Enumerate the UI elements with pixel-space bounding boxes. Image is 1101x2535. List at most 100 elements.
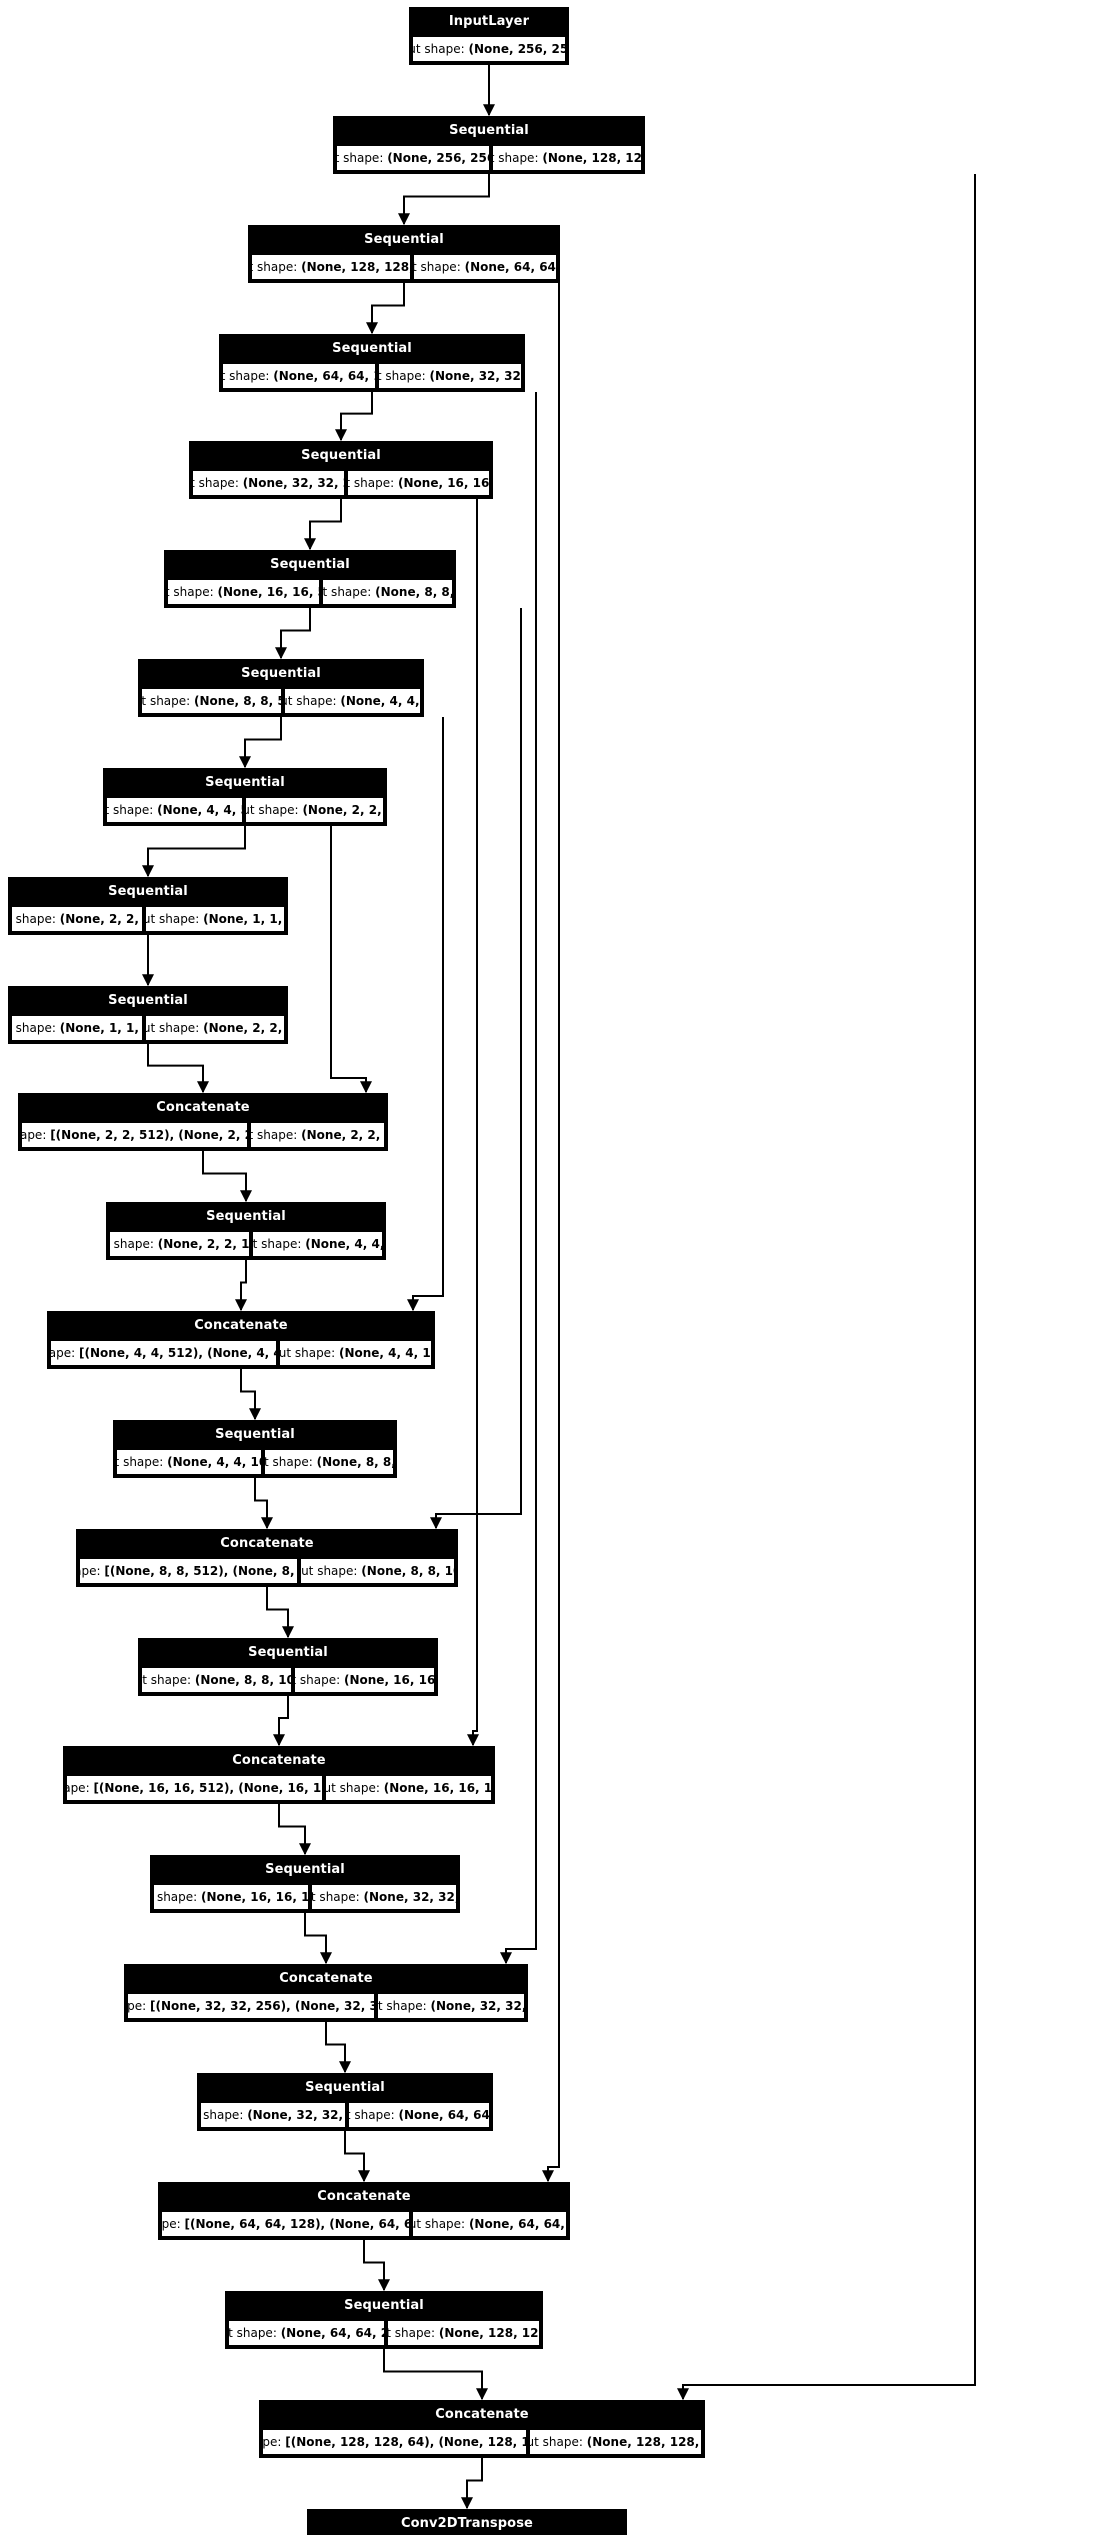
input-shape-value: (None, 4, 4, 1024) (167, 1455, 260, 1469)
node-title: Sequential (152, 1857, 458, 1883)
graph-node-sequential[interactable]: SequentialInput shape: (None, 256, 256, … (333, 116, 645, 174)
graph-node-inputlayer[interactable]: InputLayerOutput shape: (None, 256, 256,… (409, 7, 569, 65)
node-output-shape: Output shape: (None, 2, 2, 1024) (249, 1122, 385, 1148)
skip-edge-n3-n18 (500, 392, 537, 1965)
graph-node-conv2dtranspose[interactable]: Conv2DTransposeInput shape: (None, 128, … (307, 2509, 627, 2535)
input-shape-value: (None, 8, 8, 1024) (194, 1673, 291, 1687)
graph-node-sequential[interactable]: SequentialInput shape: (None, 8, 8, 1024… (138, 1638, 438, 1696)
output-shape-label: Output shape: (251, 1128, 298, 1142)
output-shape-label: Output shape: (348, 476, 395, 490)
graph-node-sequential[interactable]: SequentialInput shape: (None, 2, 2, 512)… (8, 877, 288, 935)
node-shapes-row: Input shape: [(None, 8, 8, 512), (None, … (78, 1557, 456, 1585)
graph-node-concatenate[interactable]: ConcatenateInput shape: [(None, 4, 4, 51… (47, 1311, 435, 1369)
input-shape-label: Input shape: (168, 585, 214, 599)
node-shapes-row: Input shape: (None, 8, 8, 1024)Output sh… (140, 1666, 436, 1694)
input-shape-label: Input shape: (223, 369, 270, 383)
graph-node-sequential[interactable]: SequentialInput shape: (None, 32, 32, 25… (189, 441, 493, 499)
node-output-shape: Output shape: (None, 8, 8, 512) (321, 579, 453, 605)
input-shape-label: Input shape: (12, 912, 56, 926)
edge-n13-n14 (254, 1478, 273, 1530)
input-shape-value: [(None, 16, 16, 512), (None, 16, 16, 512… (93, 1781, 322, 1795)
output-shape-value: (None, 64, 64, 256) (468, 2217, 566, 2231)
edge-n7-n8 (142, 826, 246, 878)
node-shapes-row: Input shape: [(None, 64, 64, 128), (None… (160, 2210, 568, 2238)
node-shapes-row: Input shape: (None, 4, 4, 512)Output sha… (105, 796, 385, 824)
graph-node-sequential[interactable]: SequentialInput shape: (None, 1, 1, 512)… (8, 986, 288, 1044)
node-input-shape: Input shape: (None, 4, 4, 512) (106, 797, 244, 823)
input-shape-label: Input shape: (193, 476, 239, 490)
output-shape-value: (None, 8, 8, 512) (375, 585, 452, 599)
node-title: Sequential (10, 988, 286, 1014)
edge-n21-n22 (383, 2349, 488, 2401)
node-title: Sequential (250, 227, 558, 253)
node-output-shape: Output shape: (None, 32, 32, 256) (378, 363, 522, 389)
graph-node-sequential[interactable]: SequentialInput shape: (None, 64, 64, 12… (219, 334, 525, 392)
node-shapes-row: Input shape: (None, 1, 1, 512)Output sha… (10, 1014, 286, 1042)
graph-node-sequential[interactable]: SequentialInput shape: (None, 8, 8, 512)… (138, 659, 424, 717)
output-shape-value: (None, 32, 32, 256) (429, 369, 521, 383)
node-title: Concatenate (126, 1966, 526, 1992)
graph-node-sequential[interactable]: SequentialInput shape: (None, 64, 64, 25… (225, 2291, 543, 2349)
graph-node-sequential[interactable]: SequentialInput shape: (None, 4, 4, 512)… (103, 768, 387, 826)
node-input-shape: Input shape: (None, 64, 64, 128) (222, 363, 377, 389)
node-input-shape: Input shape: [(None, 64, 64, 128), (None… (161, 2211, 410, 2237)
node-input-shape: Input shape: (None, 256, 256, 3) (336, 145, 490, 171)
output-shape-value: (None, 2, 2, 512) (302, 803, 383, 817)
input-shape-label: Input shape: (127, 1999, 147, 2013)
node-shapes-row: Input shape: [(None, 2, 2, 512), (None, … (20, 1121, 386, 1149)
node-shapes-row: Input shape: (None, 64, 64, 128)Output s… (221, 362, 523, 390)
node-output-shape: Output shape: (None, 1, 1, 512) (145, 906, 285, 932)
graph-node-concatenate[interactable]: ConcatenateInput shape: [(None, 64, 64, … (158, 2182, 570, 2240)
input-shape-label: Input shape: (141, 694, 191, 708)
output-shape-value: (None, 32, 32, 256) (363, 1890, 456, 1904)
node-output-shape: Output shape: (None, 16, 16, 1024) (324, 1775, 492, 1801)
input-shape-label: Input shape: (161, 2217, 181, 2231)
node-output-shape: Output shape: (None, 4, 4, 512) (284, 688, 421, 714)
graph-node-sequential[interactable]: SequentialInput shape: (None, 32, 32, 51… (197, 2073, 493, 2131)
graph-node-sequential[interactable]: SequentialInput shape: (None, 128, 128, … (248, 225, 560, 283)
graph-node-concatenate[interactable]: ConcatenateInput shape: [(None, 2, 2, 51… (18, 1093, 388, 1151)
edge-n15-n16 (273, 1696, 289, 1747)
node-shapes-row: Input shape: (None, 2, 2, 512)Output sha… (10, 905, 286, 933)
graph-node-sequential[interactable]: SequentialInput shape: (None, 16, 16, 10… (150, 1855, 460, 1913)
graph-node-concatenate[interactable]: ConcatenateInput shape: [(None, 8, 8, 51… (76, 1529, 458, 1587)
graph-node-concatenate[interactable]: ConcatenateInput shape: [(None, 128, 128… (259, 2400, 705, 2458)
node-shapes-row: Output shape: (None, 256, 256, 3) (411, 35, 567, 63)
node-input-shape: Input shape: [(None, 8, 8, 512), (None, … (79, 1558, 299, 1584)
node-output-shape: Output shape: (None, 32, 32, 512) (377, 1993, 525, 2019)
node-output-shape: Output shape: (None, 64, 64, 128) (413, 254, 557, 280)
node-shapes-row: Input shape: (None, 16, 16, 1024)Output … (152, 1883, 458, 1911)
node-title: Sequential (108, 1204, 384, 1230)
input-shape-label: Input shape: (67, 1781, 90, 1795)
node-title: Concatenate (65, 1748, 493, 1774)
skip-edge-n2-n20 (542, 283, 560, 2183)
edge-n17-n18 (304, 1913, 332, 1965)
graph-node-sequential[interactable]: SequentialInput shape: (None, 16, 16, 51… (164, 550, 456, 608)
node-shapes-row: Input shape: (None, 8, 8, 512)Output sha… (140, 687, 422, 715)
input-shape-label: Input shape: (201, 2108, 244, 2122)
node-title: Concatenate (261, 2402, 703, 2428)
output-shape-value: (None, 32, 32, 512) (430, 1999, 525, 2013)
output-shape-value: (None, 2, 2, 512) (203, 1021, 284, 1035)
skip-edge-n4-n16 (467, 499, 479, 1747)
graph-node-concatenate[interactable]: ConcatenateInput shape: [(None, 16, 16, … (63, 1746, 495, 1804)
output-shape-value: (None, 8, 8, 1024) (361, 1564, 454, 1578)
input-shape-label: Input shape: (12, 1021, 56, 1035)
node-output-shape: Output shape: (None, 32, 32, 256) (311, 1884, 457, 1910)
input-shape-label: Input shape: (337, 151, 384, 165)
node-title: Sequential (221, 336, 523, 362)
node-title: Sequential (10, 879, 286, 905)
output-shape-label: Output shape: (146, 1021, 200, 1035)
input-shape-value: (None, 16, 16, 512) (217, 585, 319, 599)
input-shape-value: [(None, 128, 128, 64), (None, 128, 128, … (285, 2435, 526, 2449)
graph-node-sequential[interactable]: SequentialInput shape: (None, 2, 2, 1024… (106, 1202, 386, 1260)
node-output-shape: Output shape: (None, 64, 64, 128) (348, 2102, 490, 2128)
graph-node-concatenate[interactable]: ConcatenateInput shape: [(None, 32, 32, … (124, 1964, 528, 2022)
output-shape-value: (None, 2, 2, 1024) (301, 1128, 384, 1142)
output-shape-value: (None, 64, 64, 128) (464, 260, 556, 274)
output-shape-value: (None, 8, 8, 512) (316, 1455, 393, 1469)
node-input-shape: Input shape: (None, 8, 8, 512) (141, 688, 282, 714)
node-shapes-row: Input shape: (None, 256, 256, 3)Output s… (335, 144, 643, 172)
input-shape-value: (None, 1, 1, 512) (59, 1021, 143, 1035)
graph-node-sequential[interactable]: SequentialInput shape: (None, 4, 4, 1024… (113, 1420, 397, 1478)
